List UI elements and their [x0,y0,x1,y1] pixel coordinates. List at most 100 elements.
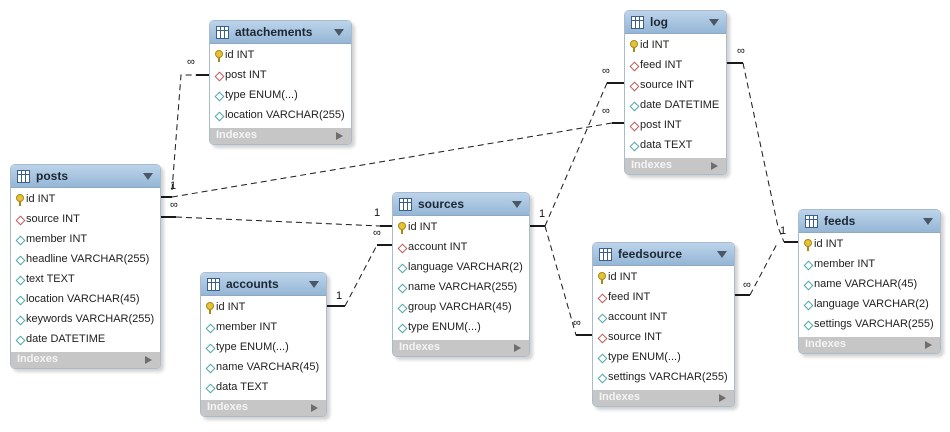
table-posts[interactable]: posts id INT source INT member INT headl… [10,164,161,369]
column-row[interactable]: id INT [593,268,734,288]
column-label: id INT [814,238,844,250]
column-row[interactable]: member INT [201,318,326,338]
key-icon [398,222,406,234]
column-row[interactable]: id INT [799,235,940,255]
table-sources[interactable]: sources id INT account INT language VARC… [392,192,530,357]
indexes-section[interactable]: Indexes [593,390,734,406]
column-row[interactable]: post INT [625,116,726,136]
column-list: id INT account INT language VARCHAR(2) n… [393,216,529,338]
column-label: headline VARCHAR(255) [26,253,150,265]
column-icon [397,283,408,294]
foreign-key-icon [629,81,640,92]
column-row[interactable]: id INT [210,46,351,66]
expand-arrow-icon[interactable] [925,341,932,349]
expand-arrow-icon[interactable] [145,356,152,364]
column-row[interactable]: type ENUM(...) [593,348,734,368]
table-header[interactable]: accounts [201,273,326,296]
expand-arrow-icon[interactable] [336,132,343,140]
table-feedsource[interactable]: feedsource id INT feed INT account INT s… [592,242,735,407]
table-log[interactable]: log id INT feed INT source INT date DATE… [624,10,727,175]
column-icon [597,353,608,364]
collapse-arrow-icon[interactable] [717,251,727,258]
column-row[interactable]: type ENUM(...) [393,318,529,338]
indexes-label: Indexes [599,391,640,403]
column-row[interactable]: date DATETIME [11,330,160,350]
table-accounts[interactable]: accounts id INT member INT type ENUM(...… [200,272,327,417]
collapse-arrow-icon[interactable] [512,201,522,208]
indexes-section[interactable]: Indexes [11,352,160,368]
link-end-log-feeds [726,62,798,243]
indexes-section[interactable]: Indexes [210,128,351,144]
table-attachements[interactable]: attachements id INT post INT type ENUM(.… [209,20,352,145]
column-icon [803,260,814,271]
column-row[interactable]: text TEXT [11,270,160,290]
collapse-arrow-icon[interactable] [709,19,719,26]
column-row[interactable]: feed INT [593,288,734,308]
expand-arrow-icon[interactable] [311,404,318,412]
column-row[interactable]: id INT [201,298,326,318]
column-row[interactable]: member INT [11,230,160,250]
column-row[interactable]: type ENUM(...) [210,86,351,106]
column-row[interactable]: source INT [11,210,160,230]
table-header[interactable]: log [625,11,726,34]
column-row[interactable]: location VARCHAR(45) [11,290,160,310]
column-label: name VARCHAR(255) [408,281,518,293]
table-icon [216,26,229,39]
expand-arrow-icon[interactable] [514,344,521,352]
column-row[interactable]: headline VARCHAR(255) [11,250,160,270]
table-feeds[interactable]: feeds id INT member INT name VARCHAR(45)… [798,209,941,354]
collapse-arrow-icon[interactable] [334,29,344,36]
column-row[interactable]: member INT [799,255,940,275]
column-row[interactable]: location VARCHAR(255) [210,106,351,126]
column-row[interactable]: account INT [393,238,529,258]
table-header[interactable]: feedsource [593,243,734,266]
column-row[interactable]: keywords VARCHAR(255) [11,310,160,330]
column-row[interactable]: name VARCHAR(45) [799,275,940,295]
column-row[interactable]: source INT [625,76,726,96]
column-row[interactable]: post INT [210,66,351,86]
column-label: data TEXT [216,381,269,393]
column-row[interactable]: group VARCHAR(45) [393,298,529,318]
column-row[interactable]: language VARCHAR(2) [393,258,529,278]
column-icon [205,323,216,334]
column-row[interactable]: data TEXT [201,378,326,398]
column-row[interactable]: feed INT [625,56,726,76]
column-row[interactable]: data TEXT [625,136,726,156]
column-row[interactable]: settings VARCHAR(255) [593,368,734,388]
column-label: id INT [408,221,438,233]
indexes-section[interactable]: Indexes [393,340,529,356]
column-row[interactable]: date DATETIME [625,96,726,116]
column-list: id INT member INT type ENUM(...) name VA… [201,296,326,398]
column-row[interactable]: id INT [393,218,529,238]
column-label: name VARCHAR(45) [216,361,320,373]
collapse-arrow-icon[interactable] [143,173,153,180]
column-label: type ENUM(...) [216,341,289,353]
expand-arrow-icon[interactable] [719,394,726,402]
column-row[interactable]: account INT [593,308,734,328]
column-row[interactable]: type ENUM(...) [201,338,326,358]
column-row[interactable]: name VARCHAR(255) [393,278,529,298]
collapse-arrow-icon[interactable] [309,281,319,288]
table-icon [207,278,220,291]
column-row[interactable]: source INT [593,328,734,348]
link-posts-sources [175,216,381,227]
expand-arrow-icon[interactable] [711,162,718,170]
table-header[interactable]: sources [393,193,529,216]
table-header[interactable]: attachements [210,21,351,44]
indexes-section[interactable]: Indexes [201,400,326,416]
column-label: keywords VARCHAR(255) [26,313,155,325]
column-label: language VARCHAR(2) [814,298,929,310]
collapse-arrow-icon[interactable] [923,218,933,225]
column-row[interactable]: id INT [625,36,726,56]
column-row[interactable]: language VARCHAR(2) [799,295,940,315]
column-icon [397,303,408,314]
indexes-section[interactable]: Indexes [799,337,940,353]
table-header[interactable]: feeds [799,210,940,233]
column-label: member INT [814,258,876,270]
indexes-section[interactable]: Indexes [625,158,726,174]
column-icon [397,323,408,334]
column-row[interactable]: settings VARCHAR(255) [799,315,940,335]
table-header[interactable]: posts [11,165,160,188]
column-row[interactable]: name VARCHAR(45) [201,358,326,378]
column-row[interactable]: id INT [11,190,160,210]
